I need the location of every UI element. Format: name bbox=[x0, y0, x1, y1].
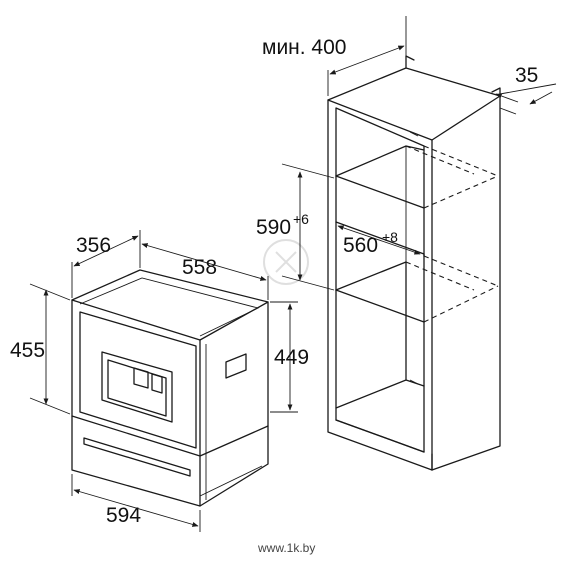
watermark-text: www.1k.by bbox=[257, 541, 315, 555]
label-appliance-height-body: 449 bbox=[274, 346, 309, 369]
label-niche-height-tolerance: +6 bbox=[293, 211, 309, 227]
dimension-niche-height: 590 +6 bbox=[256, 163, 335, 291]
dimension-appliance-width: 594 bbox=[71, 474, 201, 532]
cabinet bbox=[327, 55, 501, 471]
dimension-appliance-depth: 558 bbox=[141, 243, 269, 300]
label-appliance-depth-front: 356 bbox=[76, 234, 111, 257]
label-cabinet-depth: мин. 400 bbox=[262, 36, 346, 59]
dimension-appliance-height-body: 449 bbox=[270, 301, 309, 413]
dimension-niche-width: 560 +8 bbox=[337, 225, 421, 257]
label-niche-width: 560 bbox=[343, 234, 378, 257]
dimension-cabinet-depth: мин. 400 bbox=[262, 16, 407, 96]
dimension-appliance-height: 455 bbox=[10, 283, 71, 415]
label-gap: 35 bbox=[515, 64, 538, 87]
label-niche-height: 590 bbox=[256, 216, 291, 239]
label-niche-width-tolerance: +8 bbox=[382, 229, 398, 245]
label-appliance-depth: 558 bbox=[182, 256, 217, 279]
coffee-machine bbox=[71, 269, 269, 507]
dimension-appliance-depth-front: 356 bbox=[71, 230, 141, 298]
label-appliance-width: 594 bbox=[106, 504, 141, 527]
dimension-gap: 35 bbox=[495, 64, 557, 115]
label-appliance-height: 455 bbox=[10, 339, 45, 362]
watermark-logo bbox=[263, 239, 309, 285]
